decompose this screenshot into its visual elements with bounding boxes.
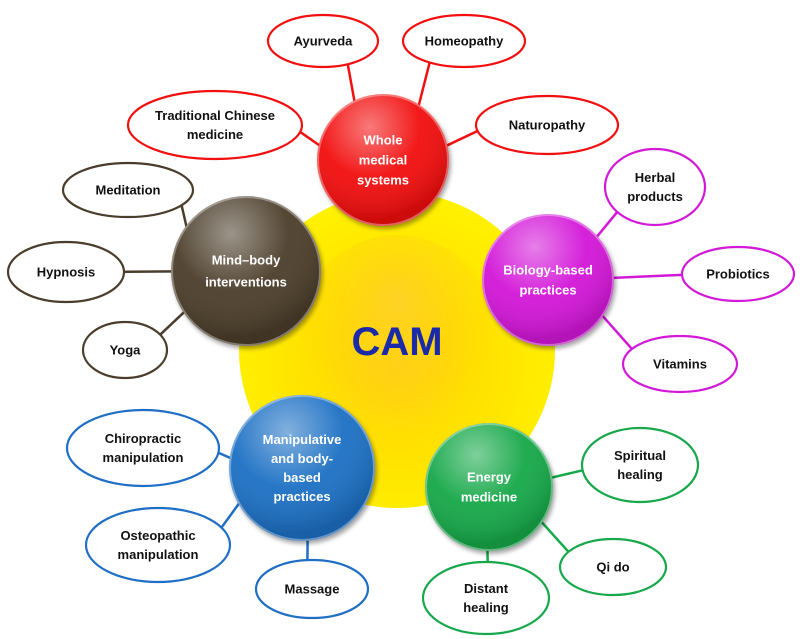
- category-manipulative-label-line: and body-: [271, 451, 333, 466]
- category-biology-rim: [482, 214, 614, 346]
- item-ayurveda-ellipse: [266, 13, 380, 69]
- item-yoga-label-line: Yoga: [110, 343, 142, 358]
- category-mindbody: Mind–body interventions: [171, 196, 321, 346]
- item-qi-do: Qi do: [558, 537, 668, 597]
- item-naturopathy: Naturopathy: [474, 94, 620, 156]
- item-yoga-ellipse: [81, 320, 169, 380]
- category-manipulative-label-line: Manipulative: [263, 432, 342, 447]
- category-manipulative-rim: [229, 395, 375, 541]
- item-yoga: Yoga: [81, 320, 169, 380]
- item-qi-do-ellipse: [558, 537, 668, 597]
- item-herbal-products-ellipse: [603, 147, 707, 227]
- item-massage-label-line: Massage: [285, 582, 340, 597]
- cam-hub-glow: [302, 235, 492, 425]
- item-meditation-ellipse: [61, 161, 195, 219]
- category-energy-label-line: Energy: [467, 470, 512, 485]
- item-osteopathic-manipulation: Osteopathic manipulation: [84, 506, 232, 584]
- item-massage: Massage: [254, 558, 370, 620]
- item-chiropractic-manipulation-label-line: manipulation: [103, 450, 184, 465]
- item-traditional-chinese-medicine-label-line: medicine: [187, 127, 243, 142]
- item-homeopathy: Homeopathy: [401, 13, 527, 69]
- category-energy-gloss: [425, 423, 553, 551]
- item-distant-healing-label-line: Distant: [464, 581, 509, 596]
- category-whole-rim: [317, 94, 449, 226]
- item-probiotics-label-line: Probiotics: [706, 267, 770, 282]
- connector-whole-traditional-chinese-medicine: [299, 130, 324, 149]
- item-meditation: Meditation: [61, 161, 195, 219]
- category-energy-label-line: medicine: [461, 490, 517, 505]
- item-ayurveda: Ayurveda: [266, 13, 380, 69]
- item-naturopathy-label-line: Naturopathy: [509, 118, 586, 133]
- category-whole-gloss: [317, 94, 449, 226]
- connector-mindbody-yoga: [159, 308, 188, 336]
- connector-whole-ayurveda: [346, 63, 357, 105]
- item-probiotics: Probiotics: [680, 245, 796, 303]
- connector-biology-vitamins: [599, 312, 633, 350]
- category-mindbody-gloss: [171, 196, 321, 346]
- category-manipulative-gloss: [229, 395, 375, 541]
- category-whole-label-line: systems: [357, 173, 409, 188]
- connector-biology-herbal-products: [593, 211, 619, 241]
- item-vitamins-label-line: Vitamins: [653, 357, 707, 372]
- item-osteopathic-manipulation-label-line: Osteopathic: [120, 528, 195, 543]
- item-spiritual-healing: Spiritual healing: [580, 426, 700, 504]
- category-mindbody-label-line: interventions: [205, 275, 287, 290]
- connector-whole-naturopathy: [443, 129, 479, 149]
- item-traditional-chinese-medicine-label-line: Traditional Chinese: [155, 108, 275, 123]
- item-massage-ellipse: [254, 558, 370, 620]
- connector-energy-qi-do: [538, 518, 570, 553]
- category-manipulative-label-line: based: [283, 470, 321, 485]
- item-chiropractic-manipulation: Chiropractic manipulation: [65, 408, 221, 488]
- item-distant-healing-ellipse: [421, 560, 551, 636]
- item-distant-healing-label-line: healing: [463, 600, 509, 615]
- connector-biology-probiotics: [609, 273, 683, 280]
- item-distant-healing: Distant healing: [421, 560, 551, 636]
- category-biology: Biology-based practices: [482, 214, 614, 346]
- item-herbal-products: Herbal products: [603, 147, 707, 227]
- item-herbal-products-label-line: products: [627, 189, 683, 204]
- item-traditional-chinese-medicine-ellipse: [126, 89, 304, 161]
- category-mindbody-label-line: Mind–body: [212, 253, 281, 268]
- category-whole-label-line: medical: [359, 153, 407, 168]
- cam-label: CAM: [351, 320, 442, 364]
- category-energy-rim: [425, 423, 553, 551]
- item-homeopathy-ellipse: [401, 13, 527, 69]
- item-spiritual-healing-ellipse: [580, 426, 700, 504]
- item-meditation-label-line: Meditation: [96, 183, 161, 198]
- category-biology-label-line: Biology-based: [503, 263, 593, 278]
- category-biology-gloss: [482, 214, 614, 346]
- item-osteopathic-manipulation-label-line: manipulation: [118, 547, 199, 562]
- item-hypnosis-label-line: Hypnosis: [37, 265, 96, 280]
- category-energy: Energy medicine: [425, 423, 553, 551]
- item-chiropractic-manipulation-label-line: Chiropractic: [105, 431, 182, 446]
- category-mindbody-rim: [171, 196, 321, 346]
- item-hypnosis-ellipse: [6, 240, 126, 304]
- connector-manipulative-osteopathic-manipulation: [220, 499, 243, 529]
- category-biology-label-line: practices: [519, 283, 576, 298]
- item-osteopathic-manipulation-ellipse: [84, 506, 232, 584]
- item-spiritual-healing-label-line: Spiritual: [614, 448, 666, 463]
- item-probiotics-ellipse: [680, 245, 796, 303]
- category-manipulative: Manipulative and body-based practices: [229, 395, 375, 541]
- connector-energy-spiritual-healing: [548, 469, 583, 480]
- item-naturopathy-ellipse: [474, 94, 620, 156]
- category-manipulative-label-line: practices: [273, 489, 330, 504]
- item-hypnosis: Hypnosis: [6, 240, 126, 304]
- item-homeopathy-label-line: Homeopathy: [425, 34, 505, 49]
- item-vitamins: Vitamins: [621, 334, 739, 394]
- item-traditional-chinese-medicine: Traditional Chinese medicine: [126, 89, 304, 161]
- item-spiritual-healing-label-line: healing: [617, 467, 663, 482]
- item-ayurveda-label-line: Ayurveda: [294, 34, 354, 49]
- category-whole: Whole medical systems: [317, 94, 449, 226]
- item-vitamins-ellipse: [621, 334, 739, 394]
- item-herbal-products-label-line: Herbal: [635, 170, 675, 185]
- connector-whole-homeopathy: [416, 62, 431, 110]
- item-qi-do-label-line: Qi do: [596, 560, 629, 575]
- category-whole-label-line: Whole: [364, 133, 403, 148]
- item-chiropractic-manipulation-ellipse: [65, 408, 221, 488]
